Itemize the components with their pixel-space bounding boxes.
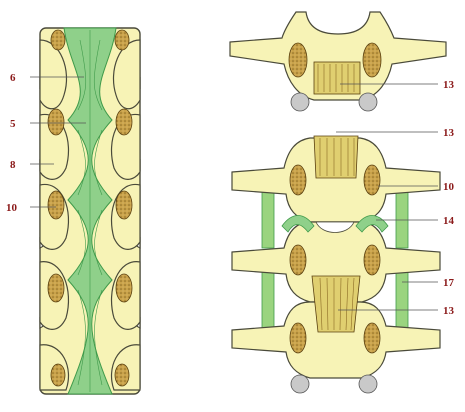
- top-cartilage-right: [359, 93, 377, 111]
- label-17: 17: [443, 277, 455, 289]
- top-ligament-band: [314, 62, 360, 94]
- left-column: [40, 28, 140, 394]
- top-spongy-right: [363, 43, 381, 77]
- label-8: 8: [10, 159, 16, 171]
- top-vertebra: [230, 12, 446, 111]
- ligament-band-upper: [314, 136, 358, 178]
- top-spongy-left: [289, 43, 307, 77]
- label-5: 5: [10, 118, 16, 130]
- intertransverse-ligament-right-2: [396, 272, 408, 328]
- intertransverse-ligament-left-2: [262, 272, 274, 328]
- label-13-top: 13: [443, 79, 455, 91]
- label-13-mid: 13: [443, 127, 455, 139]
- label-10-left: 10: [6, 202, 18, 214]
- bottom-cartilage-right: [359, 375, 377, 393]
- right-label-group: 13 13 10 14 17 13: [443, 79, 455, 317]
- label-13-bottom: 13: [443, 305, 455, 317]
- left-label-group: 6 5 8 10: [6, 72, 18, 214]
- label-6: 6: [10, 72, 16, 84]
- label-14: 14: [443, 215, 455, 227]
- bottom-cartilage-left: [291, 375, 309, 393]
- top-cartilage-left: [291, 93, 309, 111]
- label-10-right: 10: [443, 181, 455, 193]
- lower-segment: [232, 136, 440, 393]
- intertransverse-ligament-left-1: [262, 192, 274, 248]
